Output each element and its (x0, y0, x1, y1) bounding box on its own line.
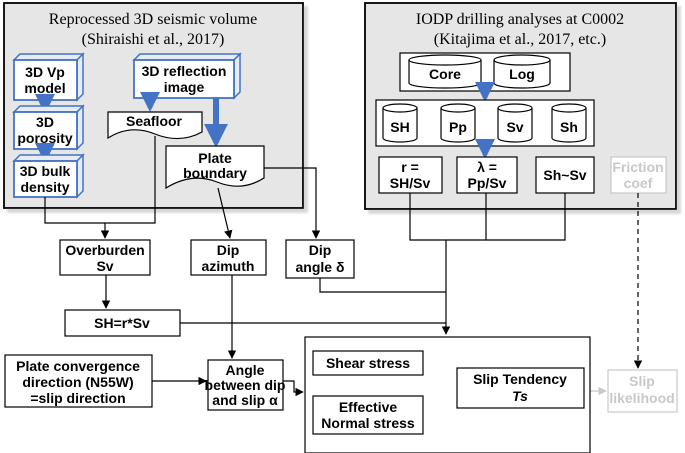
plate-boundary-box: Plate boundary (165, 145, 265, 190)
sh-sv-box: Sh~Sv (535, 156, 595, 194)
dip-angle-line2: angle δ (296, 259, 345, 275)
porosity-line2: porosity (17, 130, 72, 146)
vp-model-box: 3D Vp model (12, 52, 85, 102)
iodp-panel-citation: (Kitajima et al., 2017, etc.) (434, 31, 606, 48)
slip-tendency-line2: Ts (512, 388, 528, 404)
cylinder-sv: Sv (497, 103, 533, 143)
reflection-image-box: 3D reflection image (132, 52, 242, 100)
ratio-r-line2: SH/Sv (390, 175, 431, 191)
plate-convergence-line1: Plate convergence (16, 358, 140, 374)
lambda-box: λ = Pp/Sv (456, 156, 518, 194)
seafloor-box: Seafloor (107, 111, 203, 140)
connectors (44, 136, 643, 415)
sh-formula-label: SH=r*Sv (94, 315, 150, 331)
porosity-line1: 3D (36, 114, 54, 130)
ratio-r-box: r = SH/Sv (378, 156, 443, 194)
dip-angle-box: Dip angle δ (285, 239, 355, 279)
shear-stress-label: Shear stress (326, 355, 410, 371)
cylinder-sh: SH (382, 103, 418, 143)
slip-likelihood-line2: likelihood (609, 390, 674, 406)
cylinder-label: SH (390, 119, 409, 135)
log-cylinder: Log (493, 54, 551, 89)
cylinder-label: Pp (449, 119, 467, 135)
iodp-panel-title: IODP drilling analyses at C0002 (416, 11, 624, 28)
reflection-image-line1: 3D reflection (142, 63, 227, 79)
sh-sv-label: Sh~Sv (543, 167, 586, 183)
cylinder-label: Sh (560, 119, 578, 135)
seismic-panel-citation: (Shiraishi et al., 2017) (82, 31, 225, 48)
effective-normal-box: Effective Normal stress (312, 395, 424, 435)
lambda-line1: λ = (477, 159, 497, 175)
slip-tendency-box: Slip Tendency Ts (456, 367, 585, 409)
overburden-line2: Sv (96, 258, 113, 274)
slip-tendency-line1: Slip Tendency (473, 371, 567, 387)
friction-line1: Friction (612, 159, 663, 175)
plate-boundary-line1: Plate (198, 150, 232, 166)
reflection-image-line2: image (164, 79, 205, 95)
ratio-r-line1: r = (401, 159, 419, 175)
bulk-density-line1: 3D bulk (20, 163, 71, 179)
friction-line2: coef (624, 175, 653, 191)
plate-convergence-line3: =slip direction (30, 390, 125, 406)
angle-line2: between dip (205, 377, 286, 393)
seismic-panel-title: Reprocessed 3D seismic volume (49, 11, 257, 28)
plate-convergence-line2: direction (N55W) (22, 374, 133, 390)
vp-model-line2: model (24, 80, 65, 96)
plate-convergence-box: Plate convergence direction (N55W) =slip… (4, 354, 153, 408)
plate-boundary-line2: boundary (183, 165, 247, 181)
dip-angle-line1: Dip (309, 242, 332, 258)
iodp-panel: IODP drilling analyses at C0002 (Kitajim… (364, 2, 677, 210)
overburden-line1: Overburden (65, 242, 144, 258)
porosity-box: 3D porosity (12, 104, 85, 151)
cylinder-sh: Sh (551, 103, 587, 143)
overburden-box: Overburden Sv (59, 239, 151, 276)
cylinder-pp: Pp (440, 103, 476, 143)
log-label: Log (509, 66, 535, 82)
seismic-panel: Reprocessed 3D seismic volume (Shiraishi… (3, 2, 304, 209)
sh-formula-box: SH=r*Sv (64, 309, 181, 337)
bulk-density-line2: density (20, 179, 69, 195)
stress-panel: Shear stress Effective Normal stress Sli… (304, 336, 591, 453)
stress-cylinders: SH Pp Sv Sh (382, 103, 587, 143)
shear-stress-box: Shear stress (312, 350, 424, 376)
vp-model-line1: 3D Vp (25, 64, 65, 80)
effective-normal-line1: Effective (339, 399, 398, 415)
bulk-density-box: 3D bulk density (12, 153, 85, 199)
angle-line1: Angle (226, 362, 265, 378)
seafloor-label: Seafloor (126, 113, 183, 129)
lambda-line2: Pp/Sv (468, 175, 507, 191)
dip-azimuth-line2: azimuth (202, 258, 255, 274)
angle-box: Angle between dip and slip α (205, 359, 286, 411)
core-label: Core (429, 66, 461, 82)
slip-likelihood-line1: Slip (629, 373, 655, 389)
core-cylinder: Core (408, 54, 482, 89)
angle-line3: and slip α (212, 392, 278, 408)
friction-coef-box: Friction coef (610, 156, 667, 194)
effective-normal-line2: Normal stress (321, 415, 415, 431)
dip-azimuth-box: Dip azimuth (190, 239, 267, 276)
dip-azimuth-line1: Dip (217, 242, 240, 258)
slip-likelihood-box: Slip likelihood (607, 369, 678, 413)
cylinder-label: Sv (506, 119, 523, 135)
